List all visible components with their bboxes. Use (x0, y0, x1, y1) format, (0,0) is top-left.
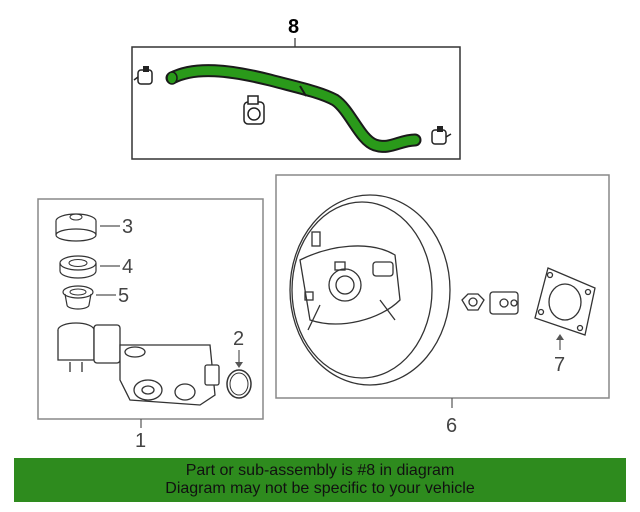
booster-gasket[interactable] (534, 267, 596, 336)
callout-2-label: 2 (233, 328, 244, 350)
master-cylinder-frame (37, 198, 264, 420)
booster-nut[interactable] (461, 293, 485, 311)
callout-7-arrowhead (556, 334, 564, 340)
banner-line-2: Diagram may not be specific to your vehi… (165, 480, 475, 497)
master-cylinder[interactable] (57, 322, 220, 406)
cap-gasket[interactable] (59, 255, 97, 279)
callout-6-label: 6 (446, 415, 457, 437)
hose-assembly-group: 8 (131, 16, 461, 160)
callout-1-label: 1 (135, 430, 146, 452)
brake-booster[interactable] (289, 194, 451, 386)
reservoir-strainer[interactable] (62, 285, 94, 310)
o-ring-inner (229, 372, 249, 396)
brake-booster-frame (275, 174, 610, 399)
callout-7-label: 7 (554, 354, 565, 376)
hose-end-left (166, 71, 178, 85)
o-ring[interactable] (226, 369, 252, 399)
vacuum-hose-fill (167, 66, 420, 151)
hose-clip-right[interactable] (431, 126, 452, 145)
reservoir-cap[interactable] (55, 213, 97, 242)
callout-8-label: 8 (288, 16, 299, 38)
callout-4-label: 4 (122, 256, 133, 278)
info-banner: Part or sub-assembly is #8 in diagram Di… (14, 458, 626, 502)
booster-clevis[interactable] (489, 291, 519, 315)
hose-clip-left[interactable] (133, 66, 153, 85)
hose-clip-middle[interactable] (243, 95, 265, 125)
brake-booster-group: 6 (275, 174, 610, 437)
callout-2-arrowhead (235, 362, 243, 368)
callout-3-label: 3 (122, 216, 133, 238)
master-cylinder-group: 1 3 4 5 (37, 198, 264, 452)
callout-5-label: 5 (118, 285, 129, 307)
hose-assembly-frame (131, 46, 461, 160)
hose-joint (299, 85, 307, 97)
banner-line-1: Part or sub-assembly is #8 in diagram (185, 462, 455, 479)
